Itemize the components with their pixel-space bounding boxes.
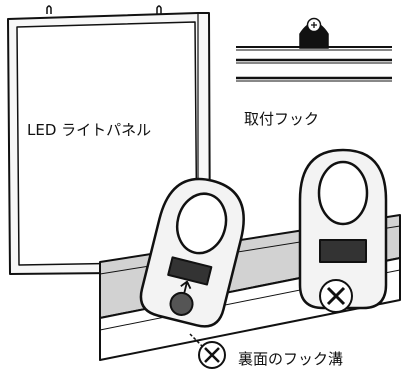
hook-b <box>298 148 388 310</box>
panel-hanger-right <box>156 5 162 14</box>
screw-icon <box>319 279 353 313</box>
led-panel-illustration <box>7 5 211 275</box>
mounting-hook-label: 取付フック <box>244 110 320 128</box>
led-panel-label: LED ライトパネル <box>27 121 152 139</box>
screw-icon <box>189 333 226 369</box>
mounting-hook-illustration <box>236 17 392 82</box>
panel-hanger-left <box>46 5 52 14</box>
back-groove-label: 裏面のフック溝 <box>238 350 344 368</box>
hook-a <box>139 177 245 328</box>
